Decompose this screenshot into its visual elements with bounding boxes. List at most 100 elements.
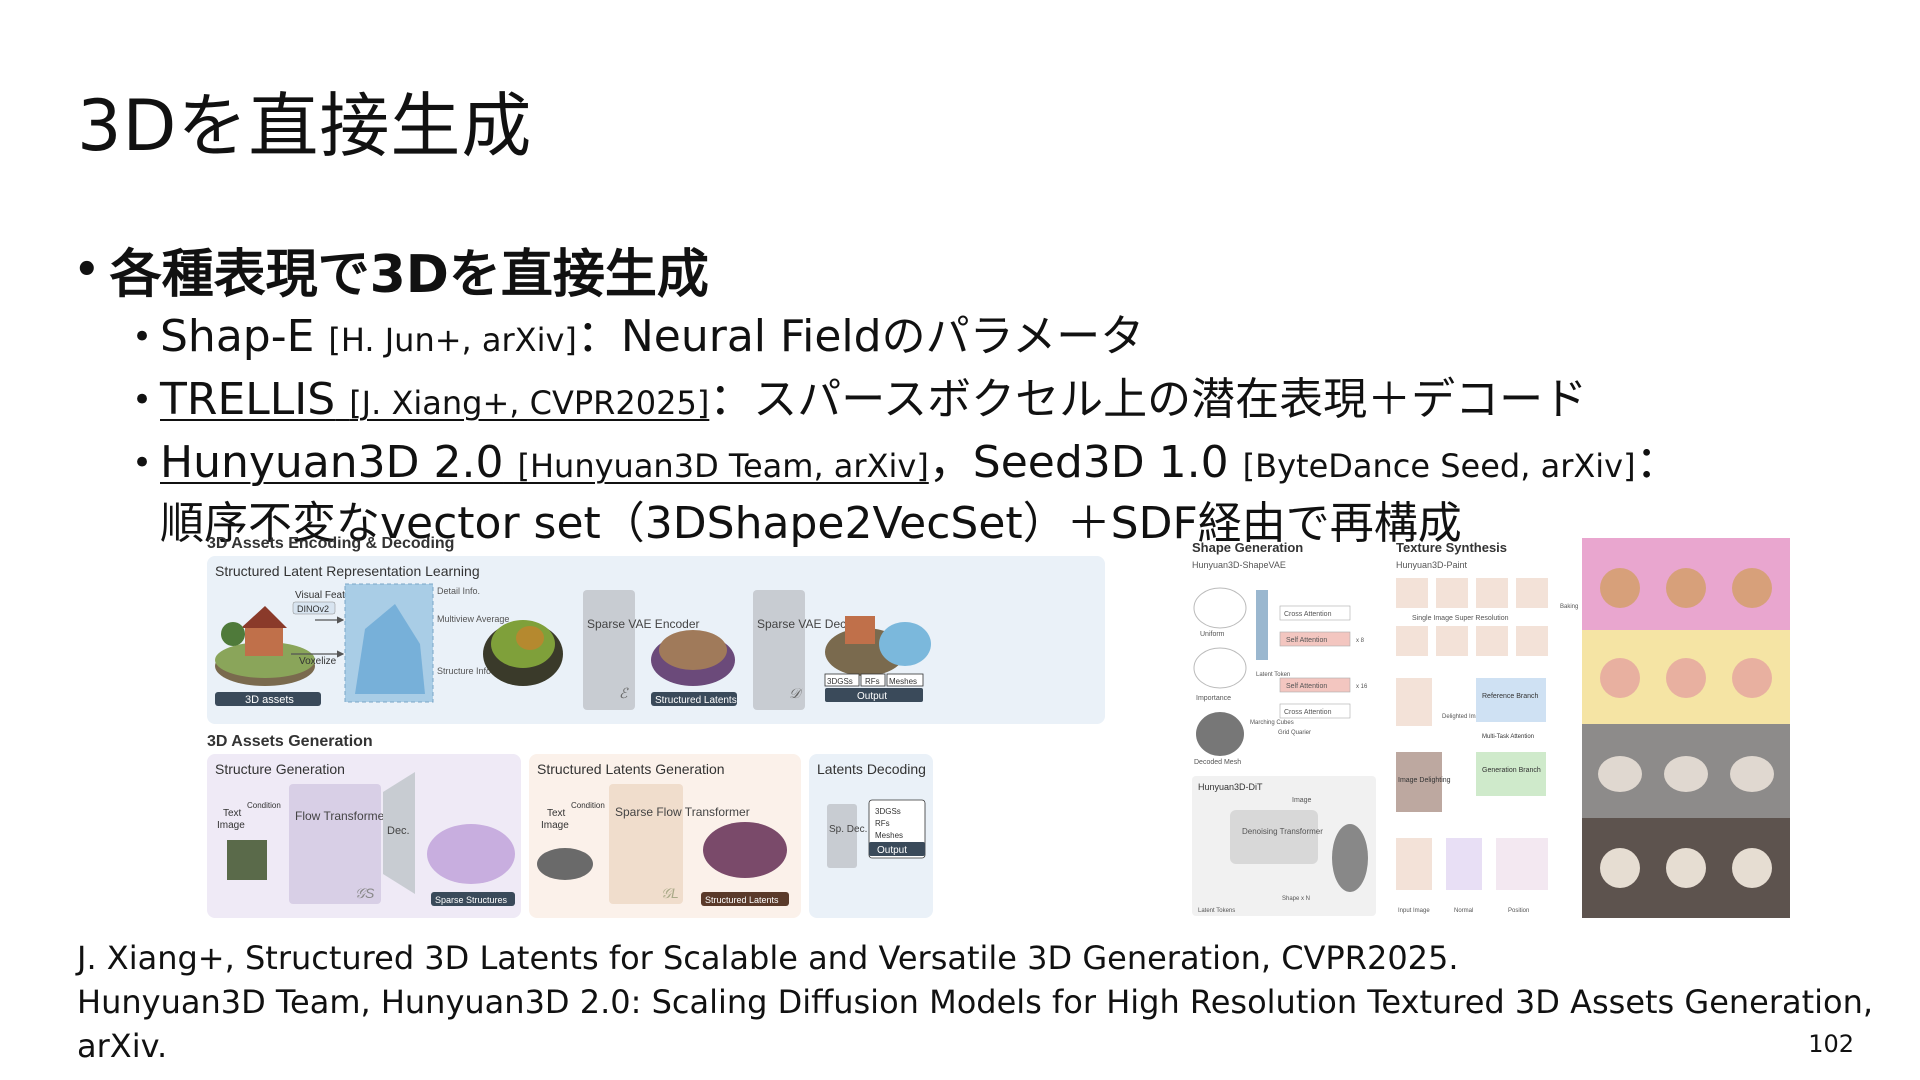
- decoder-symbol: 𝒟: [789, 685, 803, 701]
- output-label: Output: [877, 845, 907, 856]
- bullet-trellis: • TRELLIS [J. Xiang+, CVPR2025]：スパースボクセル…: [132, 370, 1874, 433]
- texture-view-thumbnails: [1396, 578, 1548, 656]
- bullet-level1: • 各種表現で3Dを直接生成: [74, 232, 1874, 307]
- rendered-results-images: [1582, 538, 1790, 918]
- delighted-label: Delighted Image: [1442, 714, 1486, 720]
- image-input: Image: [541, 820, 569, 831]
- x16-label: x 16: [1356, 684, 1368, 690]
- bullet-hunyuan: • Hunyuan3D 2.0 [Hunyuan3D Team, arXiv]，…: [132, 433, 1874, 496]
- bullet-hunyuan-continued: 順序不変なvector set（3DShape2VecSet）＋SDF経由で再構…: [160, 498, 1462, 549]
- position-label: Position: [1508, 908, 1529, 914]
- ld-title: Latents Decoding: [817, 761, 926, 777]
- out-tag: RFs: [865, 677, 880, 686]
- voxelize-label: Voxelize: [299, 656, 337, 667]
- reference-box: [1476, 678, 1546, 722]
- normal-label: Normal: [1454, 908, 1473, 914]
- house-asset-image: [215, 606, 315, 686]
- item-desc: ：Neural Fieldのパラメータ: [576, 311, 1145, 362]
- out-tag: Meshes: [875, 831, 903, 840]
- latents-label: Structured Latents: [655, 695, 737, 706]
- noisy-latent-image: [537, 848, 593, 880]
- page-number: 102: [1808, 1030, 1854, 1058]
- text-input: Text: [547, 808, 566, 819]
- character-shape-image: [1332, 824, 1368, 892]
- denoise-box: [1230, 810, 1318, 864]
- sparse-flow-box: [609, 784, 683, 904]
- input-character-image: [1396, 678, 1432, 726]
- flow-box: [289, 784, 381, 904]
- bullet-dot-icon: •: [132, 317, 153, 357]
- paint-label: Hunyuan3D-Paint: [1396, 560, 1468, 570]
- shape-n: Shape x N: [1282, 896, 1310, 902]
- self-attn: Self Attention: [1286, 637, 1327, 644]
- bullet-dot-icon: •: [132, 380, 153, 420]
- generation-box: [1476, 752, 1546, 796]
- item-mid: ，Seed3D 1.0: [928, 437, 1229, 488]
- item-cite2: [ByteDance Seed, arXiv]: [1242, 447, 1636, 485]
- structured-latents-image: [651, 630, 735, 686]
- dit-label: Hunyuan3D-DiT: [1198, 782, 1263, 792]
- spdec-box: [827, 804, 857, 868]
- voxel-cube-image: [344, 583, 434, 703]
- bullet-shape-e: • Shap-E [H. Jun+, arXiv]：Neural Fieldのパ…: [132, 307, 1874, 370]
- bullet-list: • 各種表現で3Dを直接生成 • Shap-E [H. Jun+, arXiv]…: [74, 232, 1874, 552]
- encoder-symbol: ℰ: [619, 685, 629, 701]
- trellis-link[interactable]: TRELLIS [J. Xiang+, CVPR2025]: [160, 374, 710, 425]
- spdec-label: Sp. Dec.: [829, 824, 867, 835]
- references: J. Xiang+, Structured 3D Latents for Sca…: [77, 936, 1877, 1068]
- noise-cube-image: [227, 840, 267, 880]
- marching-label: Marching Cubes: [1250, 720, 1294, 726]
- encoder-label: Sparse VAE Encoder: [587, 617, 700, 631]
- out-tag: 3DGSs: [875, 807, 901, 816]
- latents-out-label: Structured Latents: [705, 895, 779, 905]
- latent-token: Latent Token: [1256, 672, 1290, 678]
- condition-label: Condition: [571, 801, 605, 810]
- dec-label: Dec.: [387, 825, 410, 837]
- grid-label: Grid Quarier: [1278, 730, 1311, 736]
- out-tag: Meshes: [889, 677, 917, 686]
- visual-feat: Visual Feat.: [295, 590, 348, 601]
- self-attn: Self Attention: [1286, 683, 1327, 690]
- out-tag: RFs: [875, 819, 890, 828]
- multiview-avg: Multiview Average: [437, 614, 509, 624]
- sparse-flow-label: Sparse Flow Transformer: [615, 805, 750, 819]
- gs-symbol: 𝒢S: [355, 885, 375, 901]
- image-input: Image: [217, 820, 245, 831]
- item-desc: ：スパースボクセル上の潜在表現＋デコード: [709, 374, 1588, 425]
- item-cite: [H. Jun+, arXiv]: [328, 321, 577, 359]
- decoder-box: [753, 590, 805, 710]
- enc-sub: Structured Latent Representation Learnin…: [215, 563, 480, 579]
- uniform-label: Uniform: [1200, 631, 1225, 638]
- dinov2-label: DINOv2: [297, 604, 329, 614]
- hunyuan-figure: Shape Generation Hunyuan3D-ShapeVAE Unif…: [1192, 538, 1790, 918]
- detail-info: Detail Info.: [437, 586, 480, 596]
- reference-item: arXiv.: [77, 1027, 168, 1065]
- hunyuan-link[interactable]: Hunyuan3D 2.0 [Hunyuan3D Team, arXiv]: [160, 437, 929, 488]
- gen-title: 3D Assets Generation: [207, 733, 373, 750]
- delight-box: [1396, 752, 1442, 812]
- bullet1-text: 各種表現で3Dを直接生成: [109, 245, 709, 305]
- bullet-dot-icon: •: [132, 443, 153, 483]
- decoded-label: Decoded Mesh: [1194, 759, 1241, 766]
- bullet-dot-icon: •: [74, 246, 100, 293]
- shape-vae: Hunyuan3D-ShapeVAE: [1192, 560, 1286, 570]
- latent-tokens: Latent Tokens: [1198, 908, 1235, 914]
- page-title: 3Dを直接生成: [77, 85, 533, 167]
- sg-title: Structure Generation: [215, 761, 345, 777]
- decoder-label: Sparse VAE Decoder: [757, 617, 870, 631]
- structure-info: Structure Info.: [437, 666, 494, 676]
- multitask-label: Multi-Task Attention: [1482, 734, 1534, 740]
- baking-label: Baking: [1560, 604, 1578, 610]
- sparse-struct-label: Sparse Structures: [435, 895, 508, 905]
- generation-label: Generation Branch: [1482, 767, 1541, 774]
- reference-label: Reference Branch: [1482, 693, 1539, 700]
- input-image-label: Input Image: [1398, 908, 1430, 914]
- gl-symbol: 𝒢L: [661, 885, 679, 901]
- denoise-label: Denoising Transformer: [1242, 827, 1323, 836]
- text-input: Text: [223, 808, 242, 819]
- item-desc: ：: [1635, 437, 1680, 488]
- trellis-figure: 3D Assets Encoding & Decoding Structured…: [207, 535, 1105, 918]
- sparse-structure-image: [427, 824, 515, 884]
- point-cloud-images: [1193, 587, 1247, 756]
- texture-title: Texture Synthesis: [1396, 540, 1507, 555]
